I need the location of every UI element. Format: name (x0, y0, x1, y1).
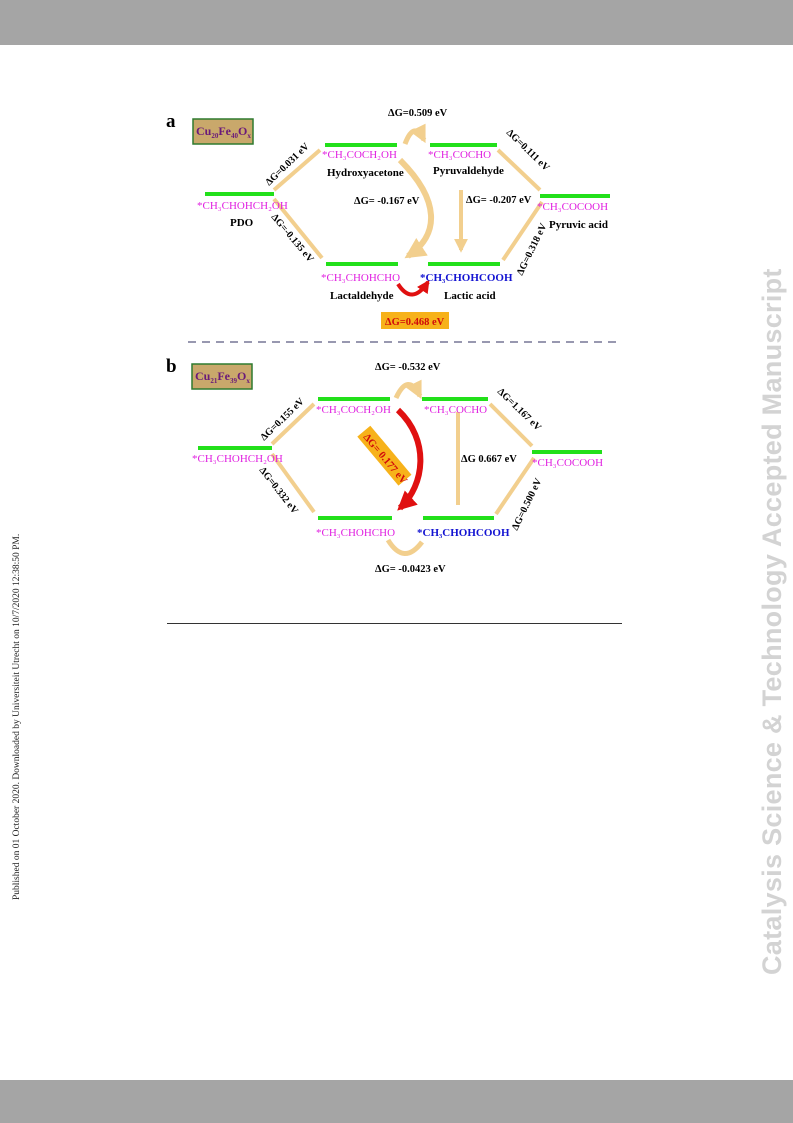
panel-b: b Cu21Fe39Ox *CH₃CHOHCH₂OH *CH₃COCH₂OH *… (166, 356, 603, 575)
energy-b-bottom: ΔG= -0.0423 eV (375, 564, 446, 575)
energy-b-pdo-lactaldehyde: ΔG=0.332 eV (257, 465, 301, 517)
species-a-lactaldehyde-name: Lactaldehyde (330, 290, 394, 302)
panel-a-catalyst-label: Cu20Fe40Ox (192, 118, 254, 145)
species-a-lactaldehyde-formula: *CH₃CHOHCHO (321, 272, 400, 284)
header-bar (0, 0, 793, 45)
arrow-a-hydroxy-lactaldehyde (397, 157, 434, 259)
panel-a: a Cu20Fe40Ox *CH₃CHOHCH₂OH PDO *CH₃COCH₂… (166, 108, 610, 329)
arrow-b-hydroxy-lactaldehyde (395, 407, 424, 511)
species-a-hydroxyacetone-name: Hydroxyacetone (327, 167, 404, 179)
species-a-lactic-formula: *CH₃CHOHCOOH (420, 272, 513, 284)
arrow-a-lactic-pyruvic (501, 200, 544, 262)
species-b-pdo-formula: *CH₃CHOHCH₂OH (192, 453, 283, 465)
energy-b-hydroxy-lactaldehyde: ΔG= 0.177 eV (361, 432, 409, 487)
panel-b-letter: b (166, 356, 177, 377)
energy-a-lactaldehyde-lactic: ΔG=0.468 eV (385, 317, 445, 328)
species-b-pyruvaldehyde-formula: *CH₃COCHO (424, 404, 487, 416)
energy-a-lactic-pyruvic: ΔG=0.318 eV (515, 221, 550, 277)
species-a-hydroxyacetone-formula: *CH₃COCH₂OH (322, 149, 397, 161)
species-a-pyruvaldehyde-name: Pyruvaldehyde (433, 165, 504, 177)
arrow-b-lactaldehyde-lactic (385, 538, 424, 556)
highlight-b-hydroxy-lactaldehyde: ΔG= 0.177 eV (357, 425, 412, 487)
species-a-pyruvaldehyde-formula: *CH₃COCHO (428, 149, 491, 161)
energy-a-pyruvaldehyde-pyruvic: ΔG=0.111 eV (504, 127, 552, 174)
arrow-b-lactic-pyruvic (494, 456, 536, 516)
svg-text:Cu20Fe40Ox: Cu20Fe40Ox (196, 124, 251, 140)
arrow-b-pdo-hydroxyacetone (270, 402, 316, 446)
caption-rule (167, 623, 622, 624)
arrow-a-pdo-hydroxyacetone (272, 148, 322, 192)
species-a-pdo-formula: *CH₃CHOHCH₂OH (197, 200, 288, 212)
highlight-a-bottom (381, 312, 449, 329)
footer-bar (0, 1080, 793, 1123)
panel-b-catalyst-label: Cu21Fe39Ox (191, 363, 253, 390)
species-b-lactaldehyde-formula: *CH₃CHOHCHO (316, 527, 395, 539)
arrow-b-hydroxy-pyruvaldehyde (393, 379, 423, 400)
species-a-pdo-name: PDO (230, 217, 254, 229)
species-b-lactic-formula: *CH₃CHOHCOOH (417, 527, 510, 539)
species-a-pyruvic-formula: *CH₃COCOOH (537, 201, 608, 213)
species-a-lactic-name: Lactic acid (444, 290, 496, 302)
energy-a-pyruvaldehyde-lactic: ΔG= -0.207 eV (466, 195, 532, 206)
arrow-a-pdo-lactaldehyde (272, 197, 324, 260)
arrow-a-hydroxy-pyruvaldehyde (402, 123, 427, 145)
energy-b-top: ΔG= -0.532 eV (375, 362, 441, 373)
energy-a-top: ΔG=0.509 eV (388, 108, 448, 119)
arrow-b-pdo-lactaldehyde (270, 452, 316, 514)
arrow-b-pyruvaldehyde-pyruvic (488, 402, 534, 448)
arrow-a-pyruvaldehyde-pyruvic (496, 148, 542, 192)
species-b-pyruvic-formula: *CH₃COCOOH (532, 457, 603, 469)
energy-a-hydroxy-lactaldehyde: ΔG= -0.167 eV (354, 196, 420, 207)
svg-text:Cu21Fe39Ox: Cu21Fe39Ox (195, 369, 250, 385)
energy-b-pyruvaldehyde-pyruvic: ΔG=1.167 eV (495, 386, 544, 434)
energy-b-pyruvaldehyde-lactic: ΔG 0.667 eV (461, 454, 517, 465)
panel-a-letter: a (166, 111, 176, 132)
species-a-pyruvic-name: Pyruvic acid (549, 219, 608, 231)
species-b-hydroxyacetone-formula: *CH₃COCH₂OH (316, 404, 391, 416)
arrow-a-lactaldehyde-lactic (396, 279, 430, 297)
